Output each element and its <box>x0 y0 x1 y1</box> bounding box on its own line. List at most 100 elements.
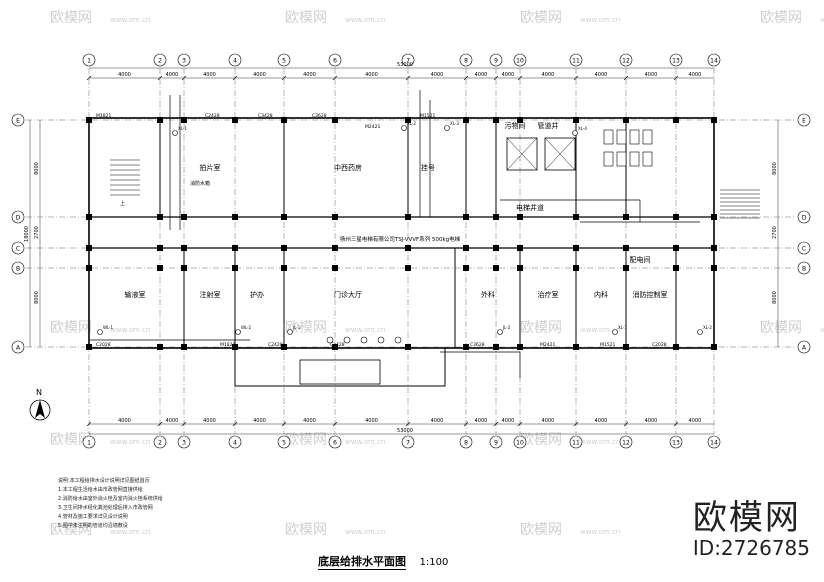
structural-column <box>711 117 717 123</box>
dimension-text: 4000 <box>303 72 316 78</box>
dimension-text: 4000 <box>542 72 555 78</box>
watermark-text: 欧模网 <box>50 10 92 26</box>
structural-column <box>232 344 238 350</box>
structural-column <box>332 214 338 220</box>
grid-label: 3 <box>182 58 186 65</box>
toilet-fixture <box>642 151 653 167</box>
grid-bubble <box>401 435 415 449</box>
grid-bubble <box>797 113 811 127</box>
structural-column <box>463 214 469 220</box>
floor-drain <box>377 336 385 344</box>
dimension-text: 4000 <box>118 418 131 424</box>
grid-bubble <box>797 261 811 275</box>
grid-bubble <box>459 435 473 449</box>
riser-label: WL-2 <box>241 325 252 330</box>
structural-column <box>517 265 523 271</box>
structural-column <box>517 117 523 123</box>
watermark-url: www.om.cn <box>110 438 150 446</box>
grid-label: 11 <box>572 440 580 447</box>
brand-id: ID:2726785 <box>692 536 810 560</box>
entrance-porch <box>234 347 446 387</box>
toilet-fixture <box>603 129 614 145</box>
grid-bubble <box>328 53 342 67</box>
structural-column <box>463 117 469 123</box>
dimension-text: 4000 <box>689 72 702 78</box>
riser-pipe <box>697 329 703 335</box>
grid-label: 7 <box>406 440 410 447</box>
grid-bubble <box>669 435 683 449</box>
dimension-tick <box>463 75 469 81</box>
structural-column <box>673 344 679 350</box>
structural-column <box>181 344 187 350</box>
riser-pipe <box>612 329 618 335</box>
structural-column <box>281 117 287 123</box>
dimension-text: 4000 <box>689 418 702 424</box>
design-notes: 说明:本工程给排水设计说明详见图纸首页 1.本工程生活给水由市政管网直接供给 2… <box>58 477 218 531</box>
room-label: 治疗室 <box>538 290 559 299</box>
grid-bubble <box>797 210 811 224</box>
door-code: C2428 <box>205 113 220 119</box>
watermark-url: www.om.cn <box>820 16 824 24</box>
room-label: 中西药房 <box>334 163 362 172</box>
riser-pipe <box>401 125 407 131</box>
room-label: 外科 <box>481 290 495 299</box>
structural-column <box>281 245 287 251</box>
grid-label: 14 <box>710 440 718 447</box>
floor-drain <box>343 336 351 344</box>
dimension-text: 4000 <box>253 72 266 78</box>
grid-label: 2 <box>158 58 162 65</box>
structural-column <box>517 344 523 350</box>
grid-bubble <box>707 53 721 67</box>
dimension-text: 4000 <box>542 418 555 424</box>
structural-column <box>573 344 579 350</box>
grid-label: 9 <box>494 440 498 447</box>
grid-bubble <box>513 435 527 449</box>
room-label: 管道井 <box>538 121 559 130</box>
watermark-text: 欧模网 <box>285 432 327 448</box>
structural-column <box>157 265 163 271</box>
grid-bubble <box>228 435 242 449</box>
grid-bubble <box>489 53 503 67</box>
dimension-text: 4000 <box>253 418 266 424</box>
walls: 上 <box>86 117 760 387</box>
fire-tag: 消防水箱 <box>190 180 210 187</box>
dimension-text: 2700 <box>772 226 778 239</box>
grid-bubble <box>797 340 811 354</box>
dimension-tick <box>673 421 679 427</box>
grid-label: D <box>802 215 807 222</box>
grid-bubble <box>11 210 25 224</box>
dimension-total: 53000 <box>397 428 413 434</box>
dimension-text: 4000 <box>303 418 316 424</box>
structural-column <box>86 214 92 220</box>
room-label: 输液室 <box>125 290 146 299</box>
dimension-text: 4000 <box>431 72 444 78</box>
dimension-tick <box>157 421 163 427</box>
structural-column <box>281 344 287 350</box>
riser-pipe <box>287 329 293 335</box>
grid-bubble <box>459 53 473 67</box>
grid-bubble <box>569 435 583 449</box>
watermark-url: www.om.cn <box>820 326 824 334</box>
dimension-total: 53000 <box>397 62 413 68</box>
watermark-text: 欧模网 <box>520 432 562 448</box>
grid-bubble <box>277 53 291 67</box>
dimension-text: 8000 <box>772 162 778 175</box>
structural-column <box>711 265 717 271</box>
structural-column <box>157 214 163 220</box>
elevator-shaft <box>544 137 576 171</box>
dimension-tick <box>517 75 523 81</box>
dimension-tick <box>623 75 629 81</box>
dimension-text: 8000 <box>34 291 40 304</box>
dimension-tick <box>332 75 338 81</box>
grid-label: 12 <box>622 58 630 65</box>
structural-column <box>517 214 523 220</box>
grid-label: E <box>802 118 806 125</box>
watermark-text: 欧模网 <box>285 10 327 26</box>
structural-column <box>463 344 469 350</box>
structural-column <box>711 214 717 220</box>
toilet-fixture <box>629 151 640 167</box>
structural-column <box>181 214 187 220</box>
north-label: N <box>36 388 42 397</box>
